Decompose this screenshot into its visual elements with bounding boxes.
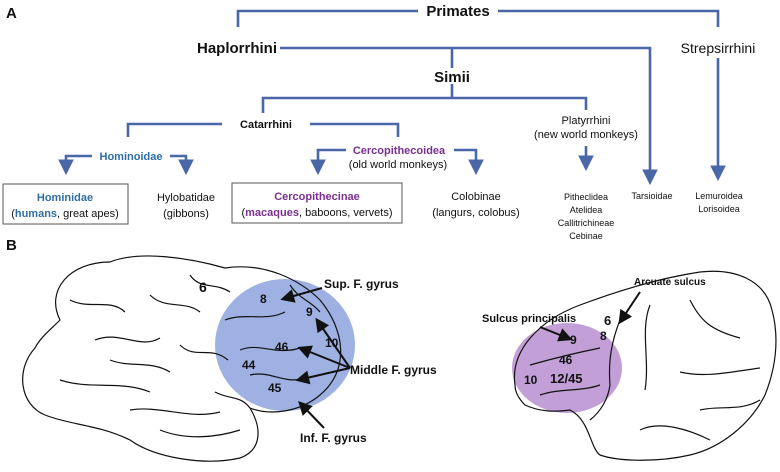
cercopithecinae-description: (macaques, baboons, vervets) — [241, 207, 392, 219]
strepsirrhini-group: Lemuroidea — [695, 191, 743, 201]
hominidae-title: Hominidae — [37, 192, 93, 204]
macaque-area-8: 8 — [600, 329, 607, 343]
sulcus-principalis-arrow — [539, 326, 573, 342]
middle-gyrus-arrow-2 — [297, 345, 351, 369]
platyrrhini-group: Callitrichineae — [558, 218, 615, 228]
platyrrhini-group: Atelidea — [570, 205, 603, 215]
platyrrhini-sub-label: (new world monkeys) — [534, 129, 638, 141]
simii-label: Simii — [434, 69, 470, 86]
colobinae-label: Colobinae — [451, 191, 501, 203]
hominidae-description: (humans, great apes) — [11, 208, 119, 220]
catarrhini-branches — [126, 122, 400, 137]
macaque-area-46: 46 — [559, 353, 573, 367]
hominidae-box — [2, 183, 129, 225]
macaque-area-9: 9 — [570, 333, 577, 347]
sup-gyrus-arrow — [280, 287, 323, 303]
macaque-prefrontal-circle — [512, 323, 622, 413]
human-area-6: 6 — [199, 279, 207, 295]
platyrrhini-label: Platyrrhini — [562, 115, 611, 127]
cercopithecinae-title: Cercopithecinae — [274, 191, 360, 203]
human-brain-outline — [22, 255, 342, 462]
human-area-44: 44 — [242, 358, 256, 372]
cercopithecoidea-label: Cercopithecoidea — [353, 145, 446, 157]
panel-b: B 6 8 9 10 46 44 45 Sup. F. gyrus Middle… — [6, 237, 777, 462]
strepsirrhini-group: Lorisoidea — [698, 204, 740, 214]
human-area-8: 8 — [260, 292, 267, 306]
platyrrhini-group: Pitheclidea — [564, 192, 608, 202]
human-brain: 6 8 9 10 46 44 45 Sup. F. gyrus Middle F… — [22, 255, 437, 462]
hominoidae-label: Hominoidae — [100, 151, 163, 163]
human-area-9: 9 — [306, 305, 313, 319]
hylobatidae-label: Hylobatidae — [157, 192, 215, 204]
strepsirrhini-label: Strepsirrhini — [681, 40, 756, 56]
colobinae-sub-label: (langurs, colobus) — [432, 207, 519, 219]
macaque-area-10: 10 — [524, 373, 538, 387]
human-area-45: 45 — [268, 381, 282, 395]
human-gyrus-arrows — [280, 287, 351, 429]
catarrhini-label: Catarrhini — [240, 119, 292, 131]
human-brain-sulci — [59, 274, 321, 438]
macaque-area-12-45: 12/45 — [550, 371, 583, 386]
middle-gyrus-arrow-3 — [295, 367, 351, 385]
panel-a: A Primates Haplorrhini Strepsirrhini Sim… — [2, 3, 756, 241]
sulcus-principalis-label: Sulcus principalis — [482, 313, 576, 325]
inf-f-gyrus-label: Inf. F. gyrus — [300, 431, 367, 445]
macaque-brain: 6 8 9 46 10 12/45 Arcuate sulcus Sulcus … — [482, 270, 777, 461]
panel-a-label: A — [6, 5, 17, 22]
cercopithecinae-box — [231, 182, 403, 224]
haplorrhini-label: Haplorrhini — [197, 40, 277, 57]
hylobatidae-sub-label: (gibbons) — [163, 208, 209, 220]
cercopithecoidea-sub-label: (old world monkeys) — [349, 159, 447, 171]
platyrrhini-groups: Pitheclidea Atelidea Callitrichineae Ceb… — [558, 192, 615, 241]
tarsioidae-label: Tarsioidae — [631, 191, 672, 201]
panel-b-label: B — [6, 237, 17, 254]
simii-branches — [261, 96, 588, 113]
middle-gyrus-arrow-1 — [315, 317, 351, 369]
primates-bracket — [236, 9, 720, 27]
human-area-46: 46 — [275, 340, 289, 354]
inf-gyrus-arrow — [298, 400, 325, 429]
arcuate-sulcus-arrow — [618, 291, 641, 325]
sup-f-gyrus-label: Sup. F. gyrus — [324, 277, 399, 291]
macaque-area-6: 6 — [604, 313, 611, 328]
macaque-brain-outline — [513, 270, 777, 461]
haplorrhini-branches — [280, 46, 652, 180]
middle-f-gyrus-label: Middle F. gyrus — [350, 363, 437, 377]
primates-label: Primates — [426, 3, 489, 20]
macaque-brain-sulci — [529, 299, 761, 441]
tree-lines — [58, 9, 726, 186]
platyrrhini-group: Cebinae — [569, 231, 603, 241]
arcuate-sulcus-label: Arcuate sulcus — [634, 277, 706, 288]
